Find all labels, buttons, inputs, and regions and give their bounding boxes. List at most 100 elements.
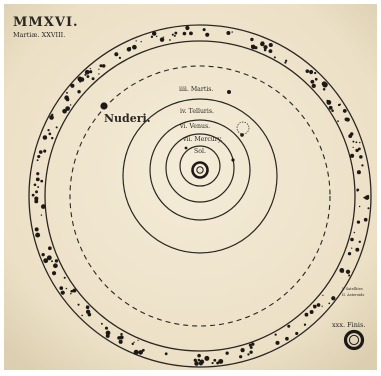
asteroid-dot — [101, 323, 103, 325]
asteroid-dot — [274, 56, 276, 58]
asteroid-dot — [156, 36, 157, 37]
asteroid-dot — [226, 31, 230, 35]
asteroid-dot — [106, 334, 110, 338]
asteroid-dot — [86, 305, 90, 309]
asteroid-dot — [312, 85, 314, 87]
asteroid-dot — [355, 141, 357, 143]
asteroid-dot — [218, 359, 223, 364]
asteroid-dot — [269, 43, 273, 47]
asteroid-dot — [351, 247, 352, 248]
asteroid-dot — [66, 92, 68, 94]
asteroid-dot — [339, 103, 341, 105]
asteroid-dot — [295, 332, 298, 335]
asteroid-dot — [355, 149, 358, 152]
asteroid-dot — [194, 359, 197, 362]
asteroid-dot — [317, 303, 321, 307]
asteroid-dot — [263, 45, 267, 49]
asteroid-dot — [120, 333, 122, 335]
asteroid-dot — [331, 296, 335, 300]
asteroid-dot — [138, 340, 139, 341]
asteroid-dot — [348, 252, 351, 255]
asteroid-dot — [354, 232, 356, 234]
legend-item-asteroids: II. Asteroids — [342, 293, 364, 297]
asteroid-dot — [134, 350, 139, 355]
asteroid-dot — [119, 335, 123, 339]
asteroid-dot — [55, 259, 58, 262]
asteroid-dot — [322, 295, 323, 296]
asteroid-dot — [98, 73, 99, 74]
asteroid-dot — [32, 194, 35, 197]
asteroid-dot — [357, 190, 359, 192]
asteroid-dot — [348, 274, 350, 276]
asteroid-dot — [119, 57, 121, 59]
asteroid-dot — [36, 172, 39, 175]
asteroid-dot — [240, 348, 244, 352]
asteroid-dot — [261, 41, 264, 44]
asteroid-dot — [64, 277, 66, 279]
asteroid-dot — [35, 233, 40, 238]
asteroid-dot — [81, 315, 83, 317]
asteroid-dot — [346, 270, 350, 274]
asteroid-dot — [355, 248, 359, 252]
asteroid-dot — [365, 195, 370, 200]
asteroid-dot — [77, 90, 80, 93]
asteroid-dot — [35, 227, 39, 231]
asteroid-dot — [106, 328, 108, 330]
asteroid-dot — [35, 190, 38, 193]
asteroid-dot — [152, 31, 156, 35]
asteroid-dot — [142, 349, 145, 352]
asteroid-dot — [36, 177, 40, 181]
asteroid-dot — [132, 343, 134, 345]
asteroid-dot — [250, 346, 253, 349]
asteroid-dot — [304, 324, 306, 326]
asteroid-dot — [48, 246, 52, 250]
asteroid-dot — [37, 155, 40, 158]
asteroid-dot — [359, 155, 363, 159]
asteroid-dot — [34, 199, 38, 203]
asteroid-dot — [102, 64, 106, 68]
asteroid-dot — [326, 100, 328, 102]
asteroid-dot — [364, 218, 368, 222]
asteroid-dot — [88, 313, 92, 317]
asteroid-dot — [70, 104, 71, 105]
asteroid-dot — [346, 118, 350, 122]
asteroid-dot — [352, 141, 354, 143]
asteroid-dot — [189, 31, 193, 35]
asteroid-dot — [41, 253, 44, 256]
asteroid-dot — [310, 310, 314, 314]
asteroid-dot — [141, 41, 142, 42]
asteroid-dot — [249, 350, 252, 353]
asteroid-dot — [285, 337, 289, 341]
asteroid-dot — [194, 361, 199, 366]
venus-planet — [231, 158, 234, 161]
asteroid-dot — [174, 32, 177, 35]
asteroid-dot — [133, 342, 134, 343]
asteroid-dot — [269, 49, 273, 53]
asteroid-dot — [199, 361, 203, 365]
asteroid-dot — [328, 303, 330, 305]
asteroid-dot — [163, 37, 164, 38]
asteroid-dot — [62, 109, 67, 114]
asteroid-dot — [151, 36, 153, 38]
asteroid-dot — [51, 260, 53, 262]
asteroid-dot — [70, 293, 71, 294]
asteroid-dot — [323, 88, 326, 91]
asteroid-dot — [43, 150, 46, 153]
asteroid-dot — [77, 304, 79, 306]
asteroid-dot — [40, 180, 43, 183]
asteroid-dot — [174, 35, 176, 37]
asteroid-dot — [52, 271, 56, 275]
plate-subtitle: Martiæ. XXVIII. — [13, 31, 65, 39]
asteroid-dot — [43, 135, 48, 140]
asteroid-dot — [49, 115, 54, 120]
paper-background — [4, 4, 377, 370]
asteroid-dot — [92, 77, 95, 80]
asteroid-dot — [47, 129, 49, 131]
asteroid-dot — [247, 353, 249, 355]
asteroid-dot — [49, 133, 52, 136]
asteroid-dot — [59, 286, 63, 290]
asteroid-dot — [315, 78, 318, 81]
asteroid-dot — [322, 306, 323, 307]
asteroid-dot — [251, 342, 254, 345]
